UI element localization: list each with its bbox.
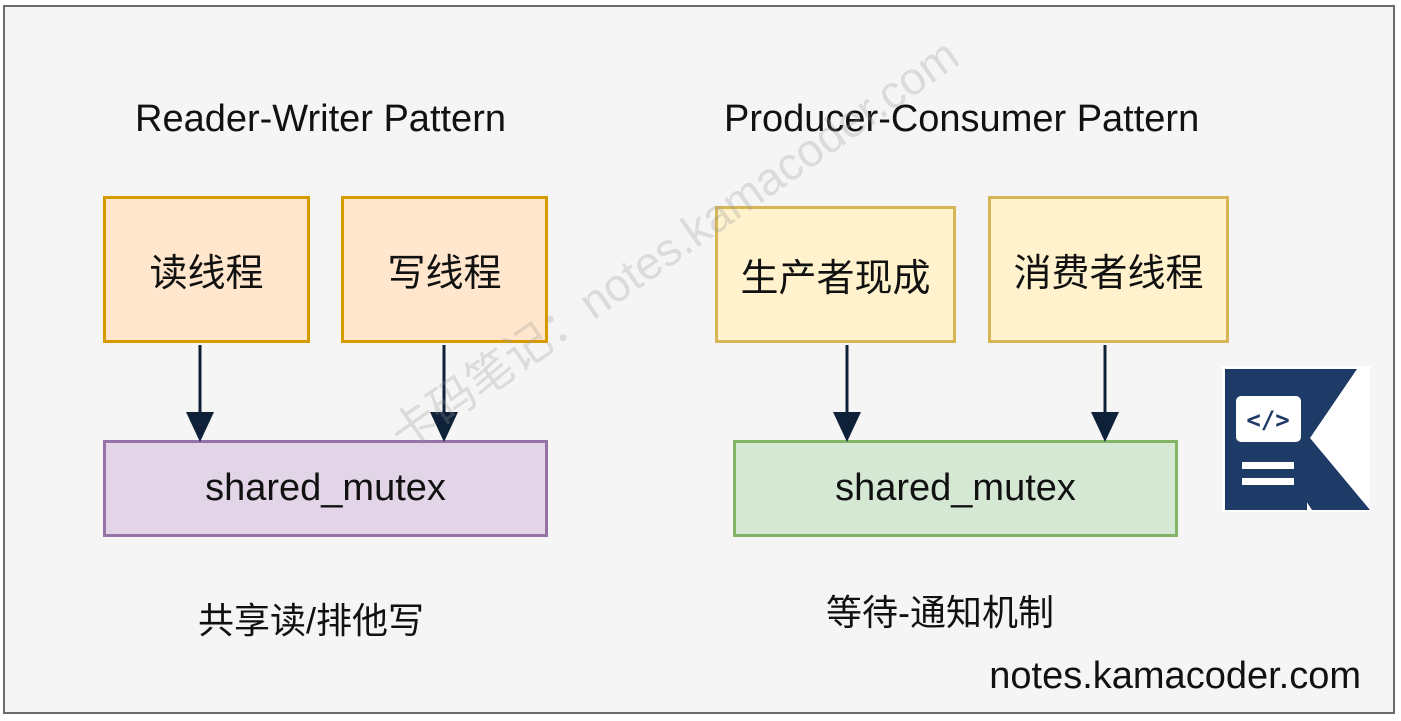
right-shared-mutex-box: shared_mutex (733, 440, 1178, 537)
kamacoder-logo-icon: </> (1222, 366, 1370, 512)
arrow-reader-to-mutex (186, 345, 214, 442)
right-caption: 等待-通知机制 (826, 592, 1054, 633)
arrow-producer-to-mutex (833, 345, 861, 442)
reader-thread-box: 读线程 (103, 196, 310, 343)
producer-consumer-title: Producer-Consumer Pattern (724, 98, 1200, 140)
left-shared-mutex-box: shared_mutex (103, 440, 548, 537)
consumer-thread-box: 消费者线程 (988, 196, 1229, 343)
arrow-writer-to-mutex (430, 345, 458, 442)
producer-thread-box: 生产者现成 (715, 206, 956, 343)
left-caption: 共享读/排他写 (198, 600, 425, 641)
footer-site-text: notes.kamacoder.com (989, 655, 1361, 697)
arrow-consumer-to-mutex (1091, 345, 1119, 442)
writer-thread-box: 写线程 (341, 196, 548, 343)
svg-text:</>: </> (1246, 406, 1289, 434)
diagram-frame (3, 5, 1395, 714)
reader-writer-title: Reader-Writer Pattern (135, 98, 506, 140)
